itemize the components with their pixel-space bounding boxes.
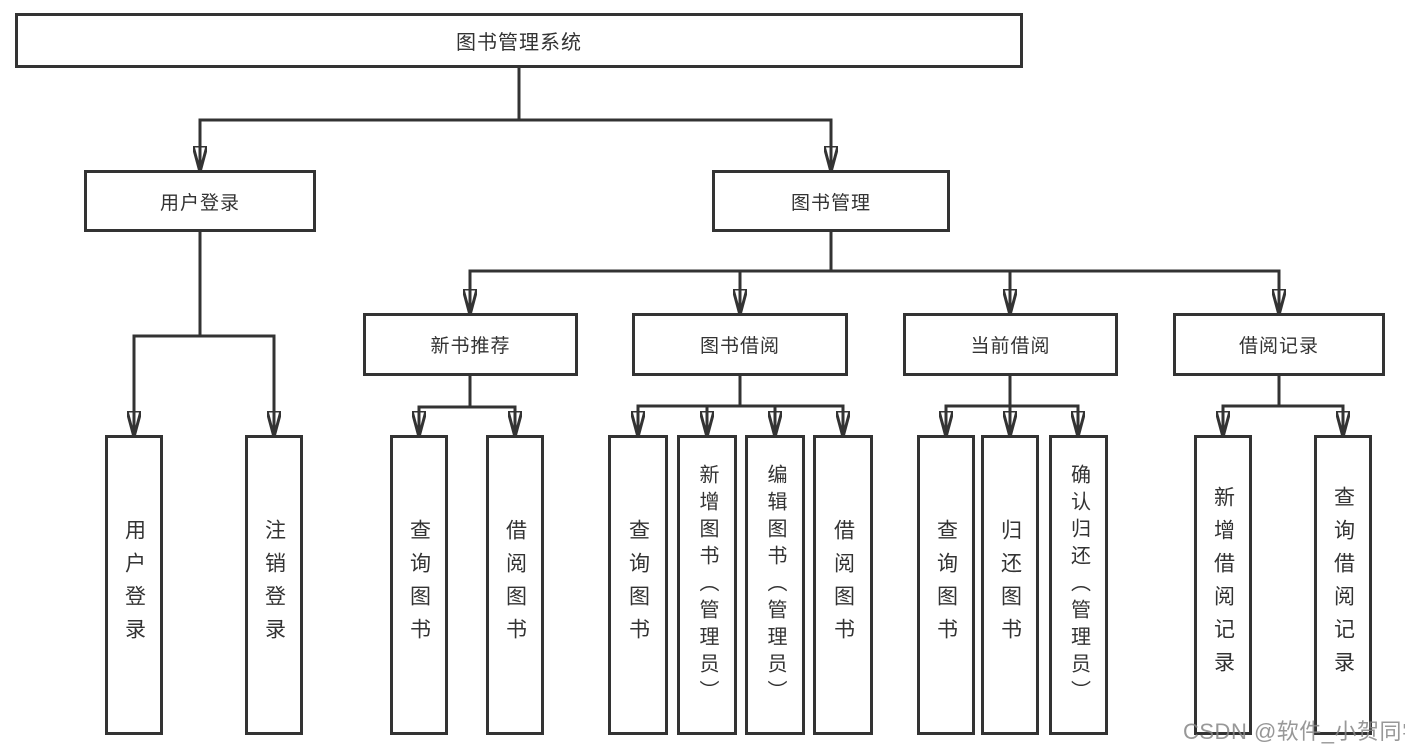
connector-user-login-children bbox=[134, 230, 274, 435]
csdn-watermark: CSDN @软件_小贺同学 bbox=[1183, 719, 1405, 744]
leaf-borrow-books-recommend: 借阅图书 bbox=[486, 435, 544, 735]
leaf-query-books-current: 查询图书 bbox=[917, 435, 975, 735]
node-library-system: 图书管理系统 bbox=[15, 13, 1023, 68]
node-book-management: 图书管理 bbox=[712, 170, 950, 232]
node-book-borrow: 图书借阅 bbox=[632, 313, 848, 376]
connector-current-borrow-children bbox=[946, 374, 1078, 435]
connector-root-to-level2 bbox=[200, 66, 831, 170]
node-current-borrow: 当前借阅 bbox=[903, 313, 1118, 376]
leaf-borrow-books: 借阅图书 bbox=[813, 435, 873, 735]
node-borrow-records: 借阅记录 bbox=[1173, 313, 1385, 376]
leaf-query-books-borrow: 查询图书 bbox=[608, 435, 668, 735]
leaf-query-books-recommend: 查询图书 bbox=[390, 435, 448, 735]
leaf-add-books-admin: 新增图书（管理员） bbox=[677, 435, 737, 735]
leaf-user-login: 用户登录 bbox=[105, 435, 163, 735]
leaf-edit-books-admin: 编辑图书（管理员） bbox=[745, 435, 805, 735]
node-new-book-recommend: 新书推荐 bbox=[363, 313, 578, 376]
leaf-add-borrow-record: 新增借阅记录 bbox=[1194, 435, 1252, 735]
leaf-query-borrow-record: 查询借阅记录 bbox=[1314, 435, 1372, 735]
connector-new-book-children bbox=[419, 374, 515, 435]
connector-borrow-records-children bbox=[1223, 374, 1343, 435]
leaf-logout: 注销登录 bbox=[245, 435, 303, 735]
leaf-confirm-return-admin: 确认归还（管理员） bbox=[1049, 435, 1108, 735]
connector-book-management-children bbox=[470, 230, 1279, 313]
connector-book-borrow-children bbox=[638, 374, 843, 435]
node-user-login: 用户登录 bbox=[84, 170, 316, 232]
leaf-return-books: 归还图书 bbox=[981, 435, 1039, 735]
